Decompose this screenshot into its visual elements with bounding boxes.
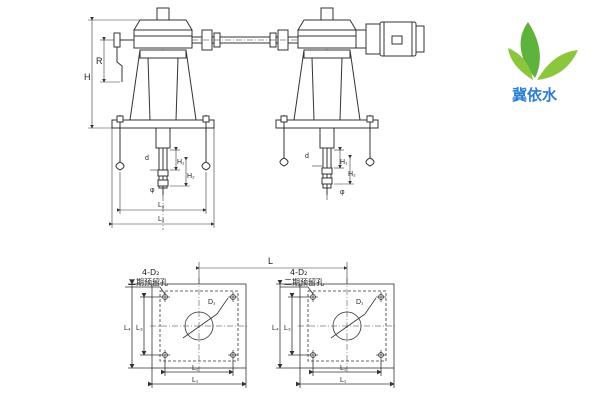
right-hoist-elevation	[275, 7, 425, 200]
left-dim-l1-label: L₁	[158, 216, 165, 223]
right-dim-phi-label: φ	[340, 189, 345, 196]
leaf-icon	[508, 22, 578, 80]
left-dim-h1-label: H₁	[177, 159, 185, 166]
right-plan-hole-note: 4-D₂	[290, 268, 307, 277]
right-plan-l1-label: L₁	[340, 377, 347, 384]
right-plan-l2-label: L₂	[340, 365, 347, 372]
right-hoist-dimensions	[312, 147, 354, 185]
left-plan-l1-label: L₁	[192, 377, 199, 384]
right-plan-l4-label: L₄	[272, 325, 279, 332]
left-hoist-elevation	[111, 7, 215, 230]
left-dim-h-label: H	[84, 72, 91, 82]
left-dim-l2-label: L₂	[158, 202, 165, 209]
left-dim-h2-label: H₂	[187, 173, 195, 180]
left-dim-d-label: d	[145, 155, 149, 162]
right-plan-reserve-note: 二期预留孔	[284, 277, 324, 287]
right-plan-l3-label: L₃	[284, 325, 291, 332]
right-plan-d1-label: D₁	[356, 299, 364, 306]
left-plan-l2-label: L₂	[192, 365, 199, 372]
brand-logo: 冀依水	[508, 22, 578, 104]
left-plan-d1-label: D₁	[208, 299, 216, 306]
right-plan-view	[276, 278, 396, 388]
right-dim-h1-label: H₁	[340, 159, 348, 166]
left-dim-phi-label: φ	[150, 187, 155, 194]
left-plan-hole-note: 4-D₂	[142, 268, 159, 277]
right-dim-h2-label: H₂	[348, 171, 356, 178]
logo-text: 冀依水	[512, 86, 558, 104]
right-dim-d-label: d	[305, 153, 309, 160]
plan-spacing-label: L	[268, 256, 273, 266]
connecting-shaft	[191, 29, 299, 51]
left-hoist-dimensions	[88, 17, 215, 228]
left-plan-l4-label: L₄	[124, 325, 131, 332]
left-plan-view	[125, 278, 248, 388]
left-plan-reserve-note: 二期预留孔	[128, 277, 168, 287]
left-dim-r-label: R	[96, 56, 103, 66]
left-plan-l3-label: L₃	[136, 325, 143, 332]
